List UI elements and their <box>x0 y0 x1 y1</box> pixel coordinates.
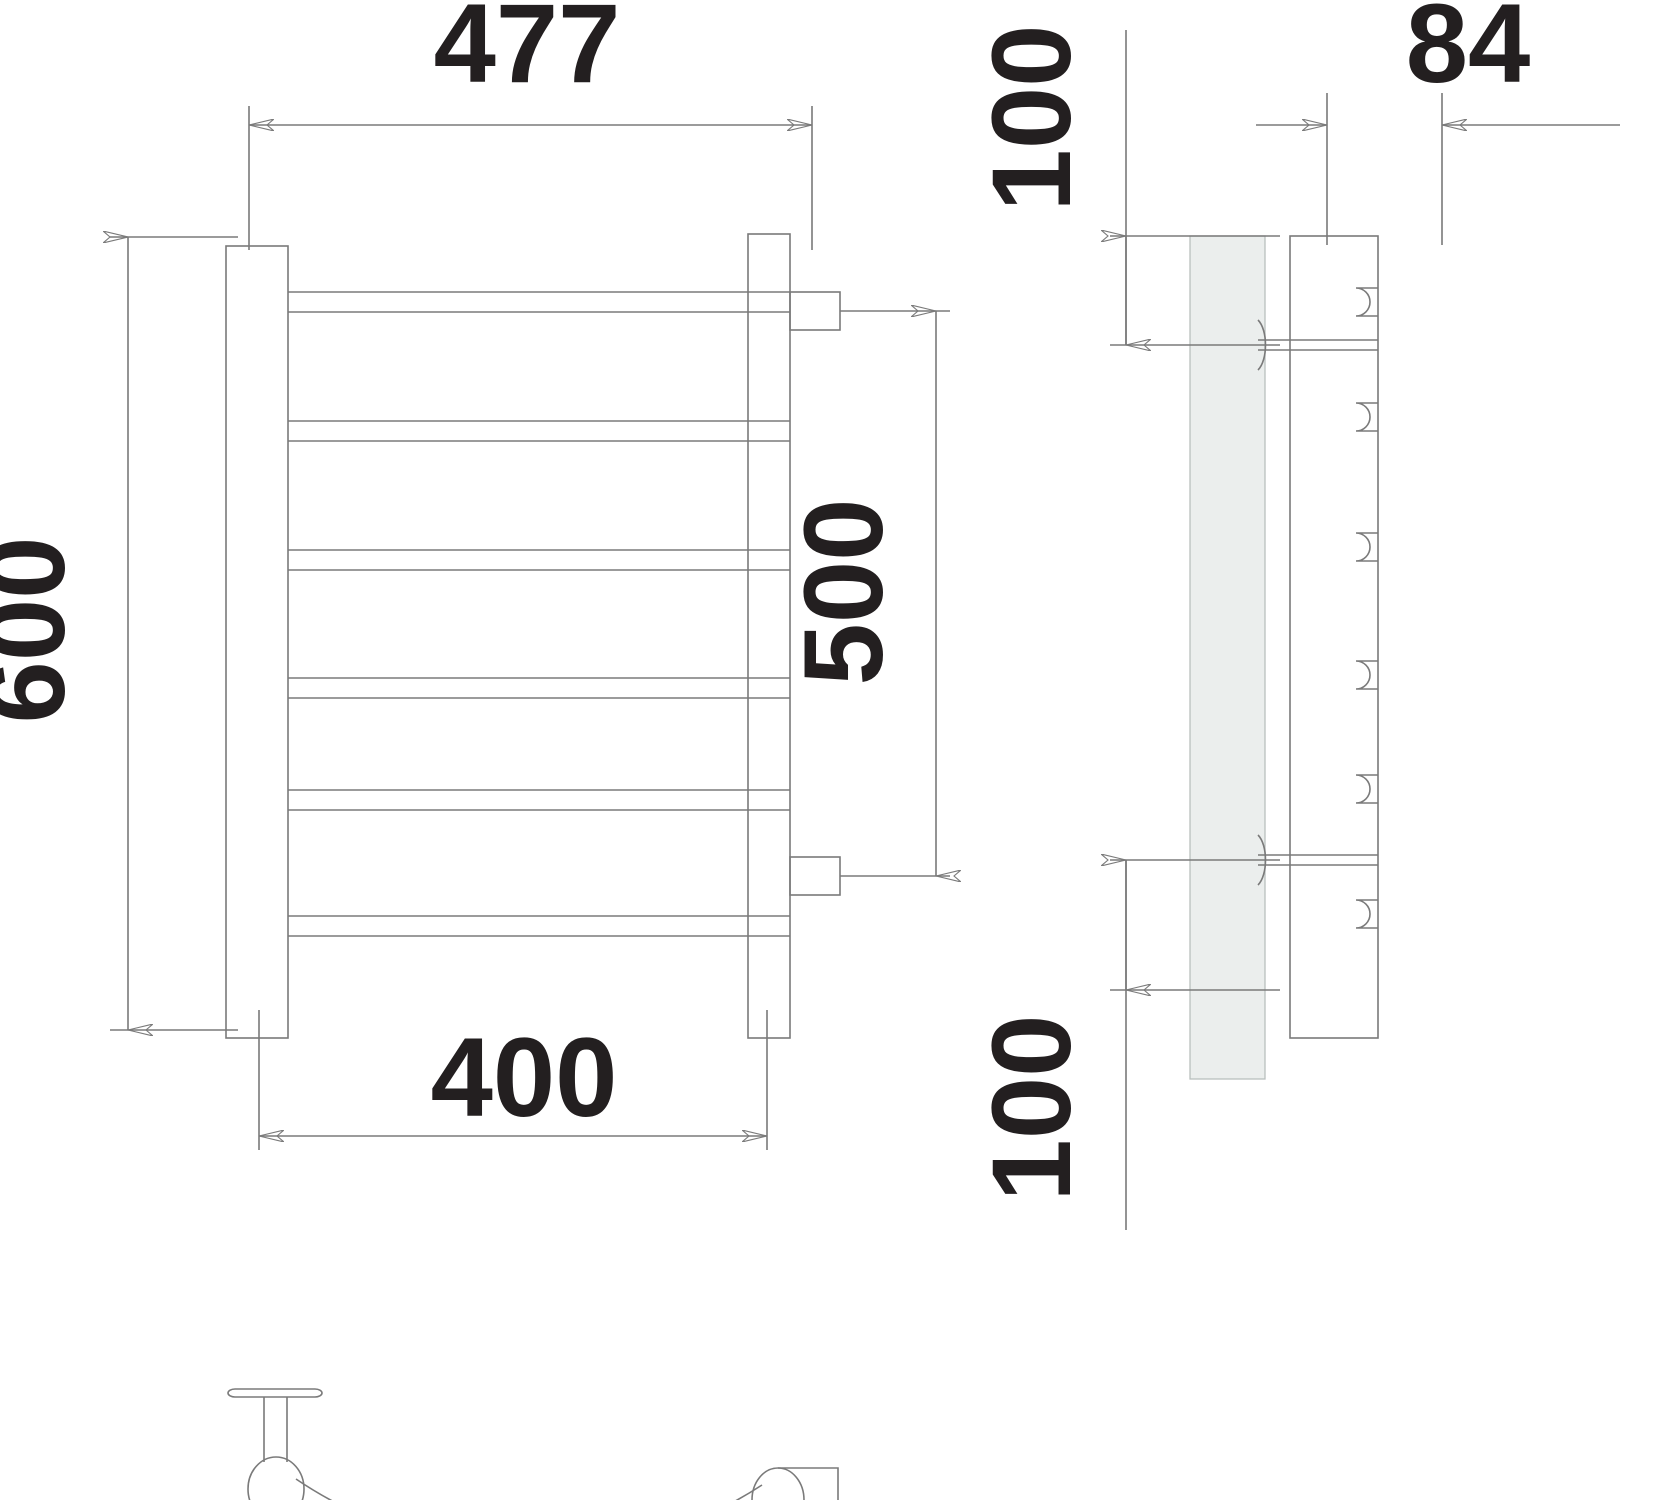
rung-5 <box>288 789 790 811</box>
top-connector <box>789 291 841 331</box>
label-477: 477 <box>434 0 621 106</box>
plan-ball-joint <box>247 1456 305 1500</box>
plan-curved-rung <box>295 1478 763 1500</box>
dimension-84 <box>1256 93 1620 245</box>
side-rung-6 <box>1355 899 1378 929</box>
label-400: 400 <box>431 1015 618 1140</box>
front-rungs <box>288 291 790 937</box>
bottom-connector <box>789 856 841 896</box>
rung-1 <box>288 291 790 313</box>
rung-2 <box>288 420 790 442</box>
side-rung-3 <box>1355 532 1378 562</box>
side-rung-5 <box>1355 774 1378 804</box>
right-post <box>747 233 791 1039</box>
label-100-top: 100 <box>969 25 1094 212</box>
side-rung-1 <box>1355 287 1378 317</box>
label-500: 500 <box>781 499 906 686</box>
dimension-500 <box>840 311 950 876</box>
rung-3 <box>288 549 790 571</box>
plan-connector-box <box>778 1467 839 1500</box>
dimension-600 <box>110 237 238 1030</box>
label-600: 600 <box>0 537 88 724</box>
dimension-labels: 477 600 500 400 84 100 100 <box>0 0 1530 1201</box>
plan-bracket <box>227 1388 323 1462</box>
rung-4 <box>288 677 790 699</box>
dimension-400 <box>258 1010 768 1150</box>
dimension-100-bottom <box>1110 860 1280 1230</box>
rung-6 <box>288 915 790 937</box>
dimension-100-top <box>1110 30 1280 345</box>
label-100-bottom: 100 <box>969 1015 1094 1202</box>
plan-view <box>227 1388 839 1500</box>
side-rung-2 <box>1355 402 1378 432</box>
label-84: 84 <box>1406 0 1531 106</box>
dimension-477 <box>248 106 813 250</box>
plan-end-cap <box>751 1467 805 1500</box>
left-post <box>225 245 289 1039</box>
side-rung-profiles <box>1355 287 1378 929</box>
side-view <box>1189 235 1379 1080</box>
front-view <box>225 233 841 1039</box>
side-rung-4 <box>1355 660 1378 690</box>
